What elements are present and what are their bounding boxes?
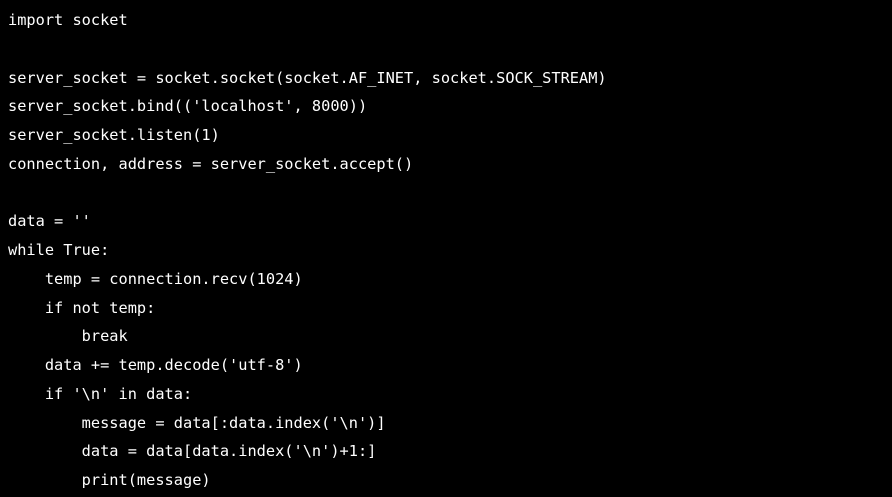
code-line-6: connection, address = server_socket.acce… <box>8 154 414 173</box>
code-line-4: server_socket.bind(('localhost', 8000)) <box>8 97 368 116</box>
code-line-12: break <box>8 327 128 346</box>
code-line-17: print(message) <box>8 471 211 489</box>
code-line-2 <box>8 35 607 64</box>
code-line-8: data = '' <box>8 212 91 231</box>
code-line-10: temp = connection.recv(1024) <box>8 269 303 288</box>
code-line-11: if not temp: <box>8 298 156 317</box>
code-line-9: while True: <box>8 241 110 259</box>
code-line-15: message = data[:data.index('\n')] <box>8 413 386 432</box>
code-line-1: import socket <box>8 11 128 29</box>
code-line-14: if '\n' in data: <box>8 384 193 403</box>
code-line-5: server_socket.listen(1) <box>8 126 220 144</box>
code-line-3: server_socket = socket.socket(socket.AF_… <box>8 68 607 87</box>
code-line-16: data = data[data.index('\n')+1:] <box>8 442 377 461</box>
code-line-13: data += temp.decode('utf-8') <box>8 356 303 374</box>
code-line-7 <box>8 179 607 208</box>
code-lines: import socket server_socket = socket.soc… <box>8 6 607 495</box>
